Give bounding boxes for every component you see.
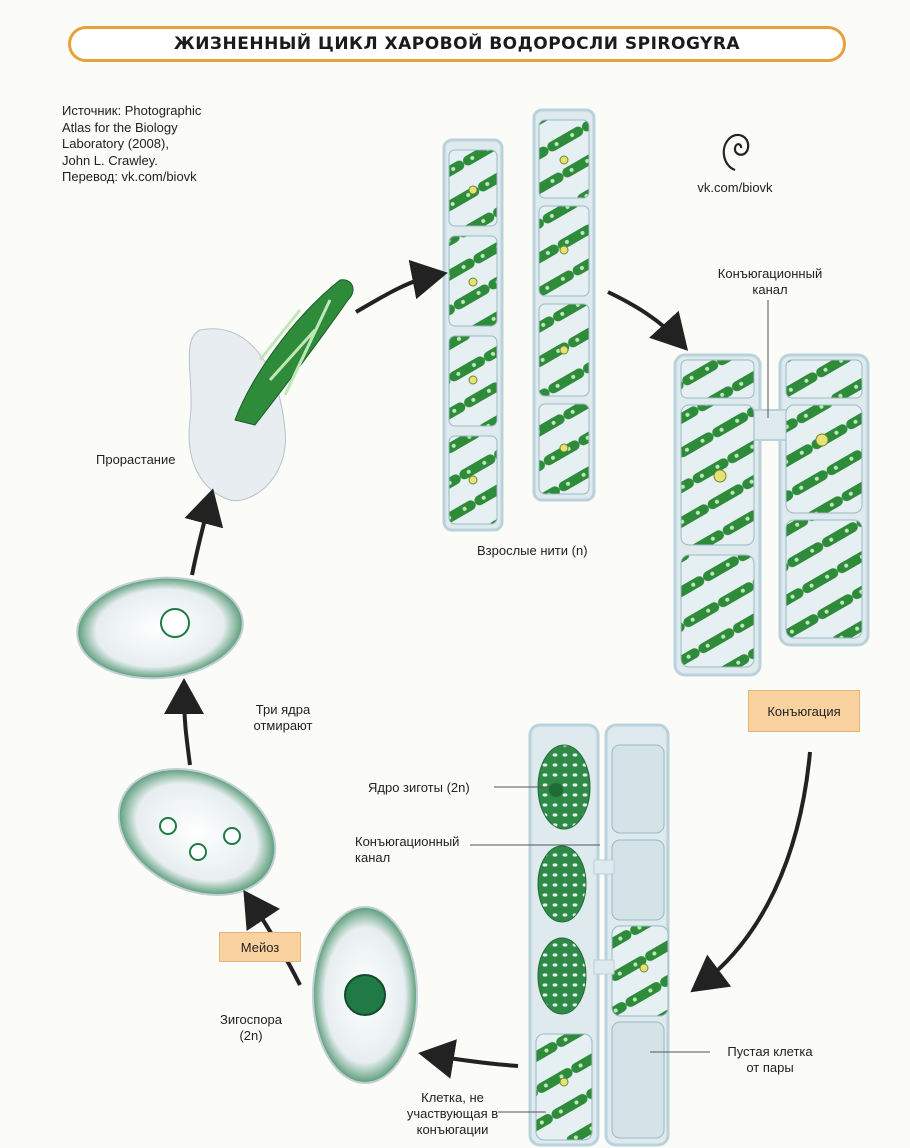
arrow-adult-to-conjugation [607,290,689,351]
page-title: ЖИЗНЕННЫЙ ЦИКЛ ХАРОВОЙ ВОДОРОСЛИ SPIROGY… [173,34,741,54]
meiosis-tag-label: Мейоз [240,939,280,955]
label-conjugation-channel-top: Конъюгационный канал [690,266,850,298]
meiosis-tag: Мейоз [219,932,301,962]
cycle-arrows [164,259,812,1079]
source-line: John L. Crawley. [62,152,158,168]
zygospore-oval-1 [76,576,244,680]
zygote-filaments [470,723,710,1147]
label-line: участвующая в [406,1106,499,1121]
conjugating-filaments [673,300,870,677]
label-zygospore: Зигоспора (2n) [208,1012,294,1044]
label-adult-filaments: Взрослые нити (n) [477,543,588,558]
label-line: Пустая клетка [727,1044,813,1059]
source-line: Источник: Photographic [62,103,202,118]
label-zygote-nucleus: Ядро зиготы (2n) [368,780,470,795]
arrow-to-germination [184,488,224,576]
label-three-nuclei: Три ядра отмирают [228,702,338,734]
filament-cell [448,119,590,525]
label-line: от пары [746,1060,794,1075]
label-line: Три ядра [255,702,311,717]
label-line: канал [752,282,788,297]
label-line: Зигоспора [219,1012,283,1027]
conjugation-tag: Конъюгация [748,690,860,732]
label-line: Конъюгационный [717,266,823,281]
label-empty-cell: Пустая клетка от пары [705,1044,835,1076]
label-germination: Прорастание [96,452,176,467]
source-line: Laboratory (2008), [62,136,169,151]
logo-url: vk.com/biovk [697,180,773,195]
arrow-germination-to-adult [354,259,448,314]
adult-filaments [442,108,596,532]
label-conjugation-channel-bottom: Конъюгационный канал [355,834,459,866]
source-line: Atlas for the Biology [62,119,178,135]
germinating-zygospore [188,279,354,502]
zygospore-oval-2 [117,768,277,896]
zygospore-2n [312,906,418,1084]
conjugation-tag-label: Конъюгация [767,703,841,719]
title-banner: ЖИЗНЕННЫЙ ЦИКЛ ХАРОВОЙ ВОДОРОСЛИ SPIROGY… [68,26,846,62]
source-line: Перевод: vk.com/biovk [62,169,197,184]
label-line: канал [355,850,391,865]
label-line: Конъюгационный [355,834,460,849]
label-line: отмирают [253,718,313,733]
spiral-logo-icon [722,133,750,172]
label-line: конъюгации [416,1122,489,1137]
source-credits: Источник: Photographic Atlas for the Bio… [62,103,262,186]
label-line: (2n) [239,1028,263,1043]
label-line: Клетка, не [421,1090,484,1105]
label-non-conjugating-cell: Клетка, не участвующая в конъюгации [390,1090,515,1138]
arrow-conjugation-to-zygote [690,751,812,993]
arrow-zygote-to-zygospore [418,1039,519,1079]
arrow-meiosis-to-death [164,678,205,766]
